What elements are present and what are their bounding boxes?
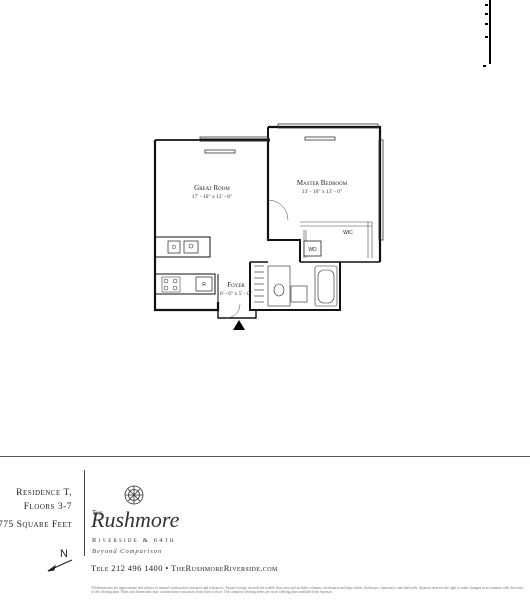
rushmore-crest-icon bbox=[124, 485, 144, 505]
refrigerator-label: R bbox=[202, 282, 206, 288]
corner-ornament bbox=[483, 0, 491, 67]
dishwasher-label: D bbox=[172, 245, 176, 251]
master-bedroom-label: Master Bedroom bbox=[297, 179, 348, 187]
brand-location: Riverside & 64th bbox=[92, 537, 176, 544]
dishwasher-box bbox=[167, 240, 181, 254]
floors-label: Floors 3-7 bbox=[23, 502, 72, 512]
doors bbox=[225, 199, 289, 319]
bathroom bbox=[254, 265, 338, 307]
foyer-dims: 6' - 6" x 5' - 0" bbox=[220, 291, 252, 297]
north-arrow-icon bbox=[47, 559, 73, 572]
legal-disclaimer: All dimensions are approximate and subje… bbox=[91, 586, 524, 595]
residence-label: Residence T, bbox=[16, 488, 72, 498]
sink-drain bbox=[188, 243, 194, 249]
refrigerator-box bbox=[195, 276, 213, 292]
contact-line: Tele 212 496 1400 • TheRushmoreRiverside… bbox=[91, 563, 278, 573]
cooktop bbox=[161, 276, 181, 293]
entry-arrow-icon bbox=[233, 320, 245, 330]
sink bbox=[183, 240, 199, 254]
master-bedroom-dims: 13' - 10" x 13' - 0" bbox=[302, 189, 342, 195]
square-feet-label: 775 Square Feet bbox=[0, 520, 72, 530]
great-room-label: Great Room bbox=[194, 184, 230, 192]
north-label: N bbox=[60, 548, 68, 560]
footer-rule bbox=[0, 456, 530, 457]
brand-the: The bbox=[92, 509, 103, 517]
washer-dryer-box bbox=[303, 240, 322, 257]
walk-in-closet-label: WIC bbox=[343, 230, 353, 236]
great-room-dims: 17' - 10" x 12' - 8" bbox=[192, 194, 232, 200]
walls bbox=[153, 125, 382, 319]
brand-tagline: Beyond Comparison bbox=[92, 548, 163, 555]
footer-divider bbox=[84, 470, 85, 556]
washer-dryer-label: WD bbox=[308, 247, 317, 253]
brand-name: Rushmore bbox=[91, 507, 180, 532]
foyer-label: Foyer bbox=[227, 281, 245, 289]
windows bbox=[199, 123, 384, 241]
